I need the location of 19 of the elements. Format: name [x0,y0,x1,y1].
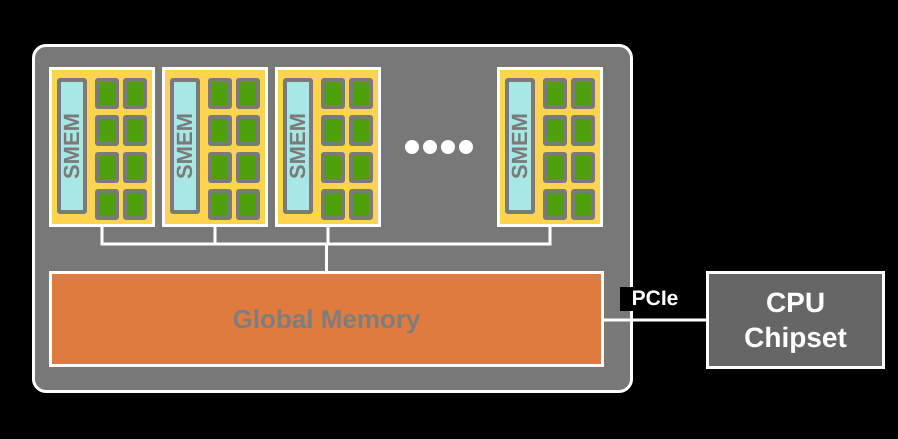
memory-label: SMEM [59,113,85,179]
cpu-chipset-box [706,271,885,369]
multiprocessor-box [162,67,268,227]
memory-label: SMEM [285,113,311,179]
connector-line [325,227,552,271]
multiprocessor-box [49,67,155,227]
memory-label: SMEM [172,113,198,179]
shared-memory-box [283,78,313,214]
global-memory-box [49,271,604,367]
multiprocessor-box [497,67,603,227]
box-label: Global Memory [232,302,422,336]
gpu-chip-box [32,44,633,393]
shared-memory-box [170,78,200,214]
multiprocessor-box [275,67,381,227]
box-label: CPU Chipset [743,286,848,355]
memory-label: SMEM [507,113,533,179]
shared-memory-box [505,78,535,214]
connector-line [604,318,706,322]
shared-memory-box [57,78,87,214]
